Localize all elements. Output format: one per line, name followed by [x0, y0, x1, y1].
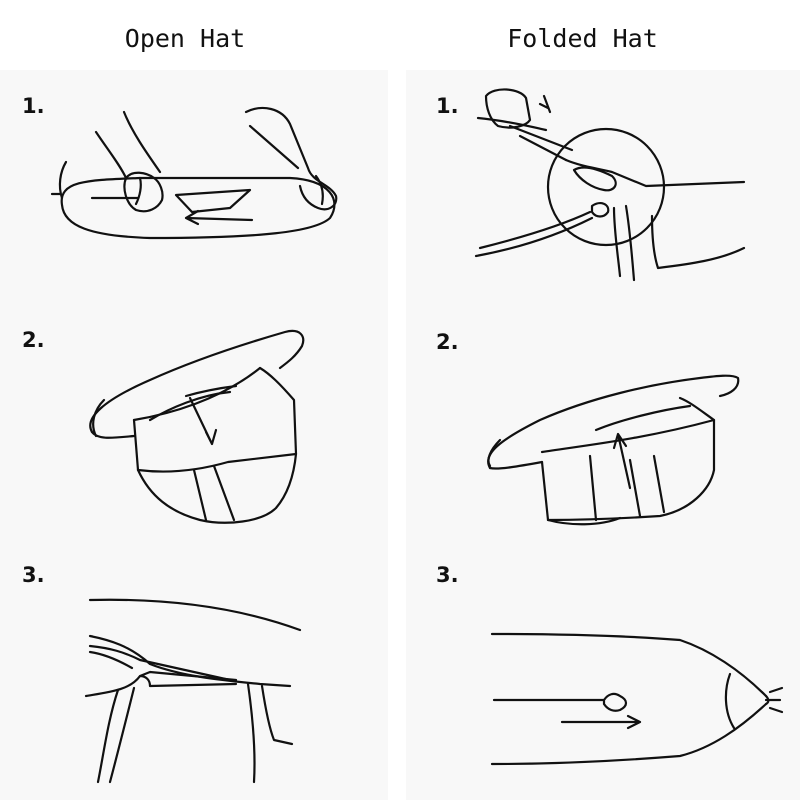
open-hat-title: Open Hat [124, 24, 246, 53]
folded-step-3-number: 3. [436, 563, 459, 587]
folded-step-3-illustration [490, 632, 784, 766]
open-step-2-illustration [89, 329, 305, 524]
open-step-1-number: 1. [22, 94, 45, 118]
folded-step-2-illustration [487, 374, 740, 526]
folded-step-2-number: 2. [436, 330, 459, 354]
folded-step-1-illustration [474, 88, 746, 282]
open-step-3-illustration [84, 598, 302, 784]
open-step-3-number: 3. [22, 563, 45, 587]
folded-step-1-number: 1. [436, 94, 459, 118]
open-step-1-illustration [50, 106, 338, 240]
open-step-2-number: 2. [22, 328, 45, 352]
folded-hat-title: Folded Hat [507, 24, 658, 53]
folded-hat-panel [406, 70, 800, 800]
